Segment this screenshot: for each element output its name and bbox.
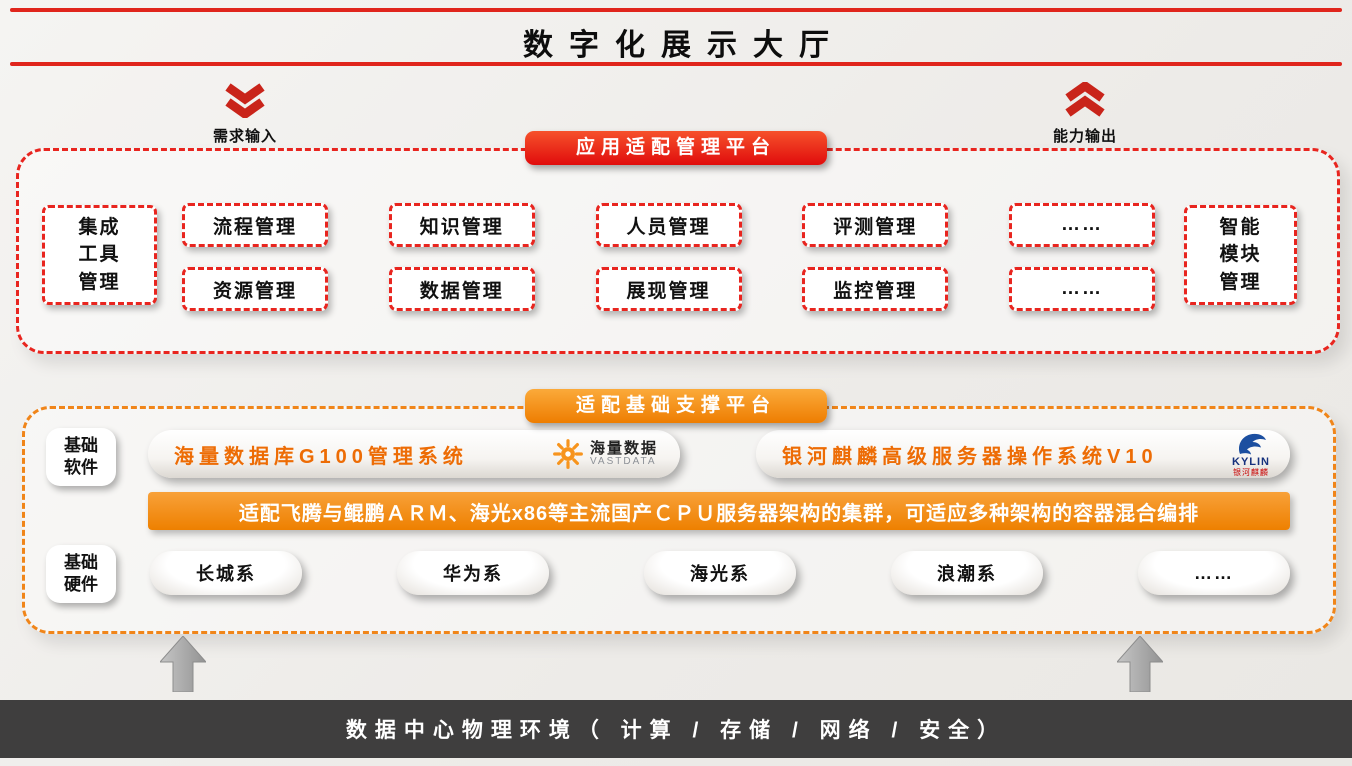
demand-input-label: 需求输入 bbox=[212, 128, 277, 145]
hardware-greatwall: 长城系 bbox=[150, 551, 302, 595]
cpu-architecture-banner: 适配飞腾与鲲鹏ＡＲＭ、海光x86等主流国产ＣＰＵ服务器架构的集群，可适应多种架构… bbox=[148, 492, 1290, 530]
module-column-1: 流程管理 资源管理 bbox=[182, 203, 328, 311]
vastdata-system-name: 海量数据库G100管理系统 bbox=[174, 445, 468, 468]
kylin-logo-sub: 银河麒麟 bbox=[1233, 467, 1269, 477]
module-personnel-mgmt: 人员管理 bbox=[595, 203, 742, 247]
module-column-2: 知识管理 数据管理 bbox=[388, 203, 535, 311]
module-integration-tools: 集成 工具 管理 bbox=[42, 205, 157, 305]
page-title: 数字化展示大厅 bbox=[523, 29, 845, 62]
module-resource-mgmt: 资源管理 bbox=[182, 267, 328, 311]
vastdata-logo: 海量数据 VASTDATA bbox=[553, 439, 658, 469]
module-knowledge-mgmt: 知识管理 bbox=[388, 203, 535, 247]
module-monitoring-mgmt: 监控管理 bbox=[802, 267, 949, 311]
base-software-label: 基础 软件 bbox=[46, 428, 116, 486]
module-column-4: 评测管理 监控管理 bbox=[802, 203, 949, 311]
module-process-mgmt: 流程管理 bbox=[182, 203, 328, 247]
module-column-3: 人员管理 展现管理 bbox=[595, 203, 742, 311]
vastdata-logo-name: 海量数据 bbox=[589, 439, 658, 457]
capability-output-flow: 能力输出 bbox=[1040, 80, 1130, 146]
module-intelligent-modules: 智能 模块 管理 bbox=[1184, 205, 1297, 305]
base-hardware-label: 基础 硬件 bbox=[46, 545, 116, 603]
hardware-huawei: 华为系 bbox=[397, 551, 549, 595]
module-grid: 流程管理 资源管理 知识管理 数据管理 人员管理 展现管理 评测管理 监控管理 … bbox=[182, 203, 1155, 311]
module-display-mgmt: 展现管理 bbox=[595, 267, 742, 311]
up-arrow-icon bbox=[158, 635, 208, 693]
vastdata-logo-sub: VASTDATA bbox=[589, 455, 657, 467]
up-arrow-left bbox=[158, 635, 208, 697]
module-evaluation-mgmt: 评测管理 bbox=[802, 203, 949, 247]
software-pill-kylin: 银河麒麟高级服务器操作系统V10 KYLIN 银河麒麟 bbox=[756, 430, 1290, 478]
hardware-inspur: 浪潮系 bbox=[891, 551, 1043, 595]
capability-output-label: 能力输出 bbox=[1052, 128, 1117, 145]
datacenter-footer-bar: 数据中心物理环境（ 计算 / 存储 / 网络 / 安全） bbox=[0, 700, 1352, 758]
hardware-ellipsis: …… bbox=[1138, 551, 1290, 595]
up-arrow-icon bbox=[1115, 635, 1165, 693]
kylin-logo: KYLIN 银河麒麟 bbox=[1232, 432, 1270, 477]
kylin-logo-name: KYLIN bbox=[1232, 455, 1270, 468]
kylin-dragon-icon bbox=[1239, 433, 1266, 454]
hardware-hygon: 海光系 bbox=[644, 551, 796, 595]
module-ellipsis-bottom: …… bbox=[1009, 267, 1155, 311]
module-column-5: …… …… bbox=[1009, 203, 1155, 311]
up-arrow-right bbox=[1115, 635, 1165, 697]
chevron-up-icon bbox=[1065, 80, 1105, 117]
module-ellipsis-top: …… bbox=[1009, 203, 1155, 247]
module-data-mgmt: 数据管理 bbox=[388, 267, 535, 311]
base-platform-badge: 适配基础支撑平台 bbox=[525, 389, 827, 423]
vastdata-sun-icon bbox=[553, 439, 583, 469]
chevron-down-icon bbox=[225, 83, 265, 120]
demand-input-flow: 需求输入 bbox=[200, 82, 290, 146]
software-pill-vastdata: 海量数据库G100管理系统 海量数据 VASTDATA bbox=[148, 430, 680, 478]
title-rule-bottom bbox=[10, 62, 1342, 66]
app-platform-badge: 应用适配管理平台 bbox=[525, 131, 827, 165]
hardware-row: 长城系 华为系 海光系 浪潮系 …… bbox=[150, 551, 1290, 595]
title-rule-top bbox=[10, 8, 1342, 12]
vastdata-logo-text: 海量数据 VASTDATA bbox=[590, 441, 658, 467]
kylin-system-name: 银河麒麟高级服务器操作系统V10 bbox=[782, 445, 1158, 468]
